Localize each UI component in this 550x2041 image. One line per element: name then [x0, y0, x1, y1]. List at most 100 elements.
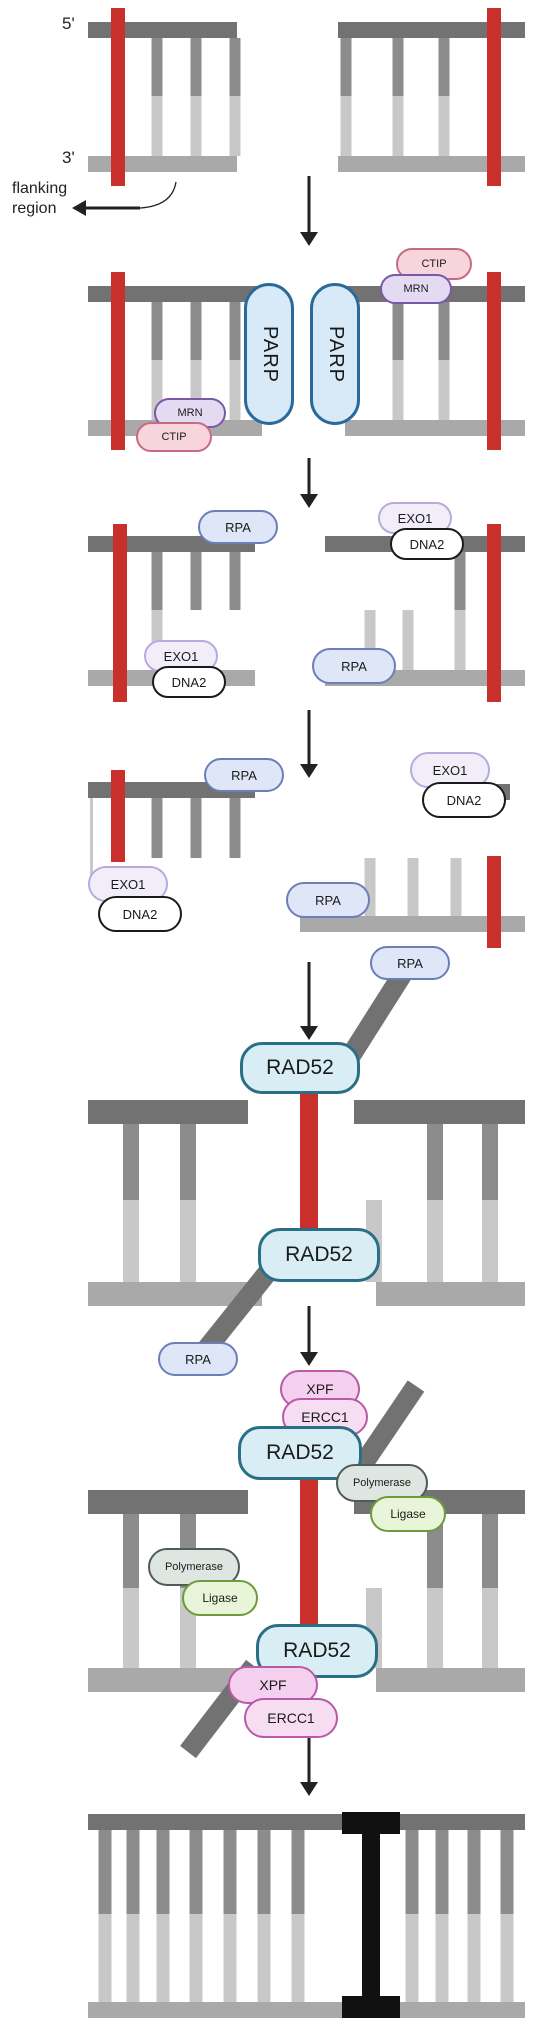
- arrow-4-head: [300, 1026, 318, 1040]
- stage7-rung-5-upper: [257, 1830, 271, 1914]
- stage6-right-rung-1-upper: [482, 1514, 498, 1588]
- arrow-3-head: [300, 764, 318, 778]
- stage7-top-strand: [88, 1814, 525, 1830]
- stage4-right-stub-1-lower: [407, 858, 419, 916]
- stage1-right-rung-1-upper: [392, 38, 404, 96]
- stage2-left-rung-2-lower: [229, 360, 241, 420]
- ercc1-bottom: ERCC1: [244, 1698, 338, 1738]
- three-prime-label: 3': [62, 148, 75, 167]
- stage1-right-rung-1-lower: [392, 96, 404, 156]
- mrn-right: MRN: [380, 274, 452, 304]
- stage5-right-rung-1-upper: [482, 1124, 498, 1200]
- stage1-left-bottom-strand: [88, 156, 237, 172]
- stage1-left-rung-2-lower: [229, 96, 241, 156]
- stage7-rung-1-upper: [126, 1830, 140, 1914]
- stage4-left-break-marker: [111, 770, 125, 862]
- stage6-right-rung-1-lower: [482, 1588, 498, 1668]
- stage3-right-rung-0-upper: [454, 552, 466, 610]
- ctip-left: CTIP: [136, 422, 212, 452]
- stage7-rung-3-lower: [189, 1914, 203, 2002]
- stage7-rung-8-upper: [435, 1830, 449, 1914]
- stage4-left-remnant: [90, 798, 93, 888]
- stage1-right-rung-2-lower: [438, 96, 450, 156]
- stage2-left-rung-0-upper: [151, 302, 163, 360]
- stage3-left-stub-0-upper: [190, 552, 202, 610]
- stage4-right-stub-0-lower: [364, 858, 376, 916]
- stage1-right-bottom-strand: [338, 156, 525, 172]
- rpa-stage3-bottom: RPA: [312, 648, 396, 684]
- rad52-stage5-top: RAD52: [240, 1042, 360, 1094]
- stage3-right-stub-1-lower: [402, 610, 414, 670]
- stage7-rung-4-upper: [223, 1830, 237, 1914]
- stage1-left-rung-1-lower: [190, 96, 202, 156]
- rpa-stage4-bottom: RPA: [286, 882, 370, 918]
- stage5-left-rung-1-lower: [180, 1200, 196, 1282]
- stage6-right-rung-0-lower: [427, 1588, 443, 1668]
- stage7-rung-1-lower: [126, 1914, 140, 2002]
- rpa-stage5-bottom: RPA: [158, 1342, 238, 1376]
- flanking-region-label-line2: region: [12, 200, 57, 217]
- stage7-rung-7-upper: [405, 1830, 419, 1914]
- stage7-rung-7-lower: [405, 1914, 419, 2002]
- stage7-rung-5-lower: [257, 1914, 271, 2002]
- stage2-right-rung-0-upper: [392, 302, 404, 360]
- parp-left-label: PARP: [258, 325, 281, 383]
- dna2-stage4-right: DNA2: [422, 782, 506, 818]
- stage4-right-stub-2-lower: [450, 858, 462, 916]
- stage2-right-rung-0-lower: [392, 360, 404, 420]
- stage1-left-rung-0-lower: [151, 96, 163, 156]
- stage5-right-rung-1-lower: [482, 1200, 498, 1282]
- stage1-right-rung-2-upper: [438, 38, 450, 96]
- stage7-rung-6-lower: [291, 1914, 305, 2002]
- stage2-left-rung-1-upper: [190, 302, 202, 360]
- stage1-right-top-strand: [338, 22, 525, 38]
- stage3-right-rung-0-lower: [454, 610, 466, 670]
- stage7-rung-2-upper: [156, 1830, 170, 1914]
- rad52-stage6-bottom: RAD52: [256, 1624, 378, 1678]
- ligase-right: Ligase: [370, 1496, 446, 1532]
- stage1-left-top-strand: [88, 22, 237, 38]
- stage1-left-rung-2-upper: [229, 38, 241, 96]
- stage7-bottom-strand: [88, 2002, 525, 2018]
- stage5-right-top-strand: [354, 1100, 525, 1124]
- stage2-right-rung-1-upper: [438, 302, 450, 360]
- parp-left: PARP: [244, 283, 294, 425]
- stage1-left-break-marker: [111, 8, 125, 186]
- stage6-annealed-strand: [300, 1478, 318, 1668]
- stage7-rung-0-upper: [98, 1830, 112, 1914]
- stage4-right-break-marker: [487, 856, 501, 948]
- stage2-left-rung-1-lower: [190, 360, 202, 420]
- dna2-stage3-right: DNA2: [390, 528, 464, 560]
- stage2-left-break-marker: [111, 272, 125, 450]
- stage7-rung-6-upper: [291, 1830, 305, 1914]
- dna2-stage4-left: DNA2: [98, 896, 182, 932]
- rpa-stage3-top: RPA: [198, 510, 278, 544]
- stage1-right-rung-0-lower: [340, 96, 352, 156]
- stage5-left-rung-1-upper: [180, 1124, 196, 1200]
- stage5-ssdna-bottom-overhang: [196, 1255, 284, 1359]
- stage2-left-top-strand: [88, 286, 262, 302]
- rpa-stage4-top: RPA: [204, 758, 284, 792]
- parp-right: PARP: [310, 283, 360, 425]
- five-prime-label: 5': [62, 14, 75, 33]
- stage1-right-rung-0-upper: [340, 38, 352, 96]
- stage3-left-stub-1-upper: [229, 552, 241, 610]
- stage2-right-bottom-strand: [345, 420, 525, 436]
- arrow-1-head: [300, 232, 318, 246]
- stage7-rung-9-upper: [467, 1830, 481, 1914]
- flanking-arrow-head: [72, 200, 86, 216]
- stage7-rung-10-lower: [500, 1914, 514, 2002]
- arrow-5-head: [300, 1352, 318, 1366]
- parp-right-label: PARP: [324, 325, 347, 383]
- stage5-right-bottom-strand: [376, 1282, 525, 1306]
- flanking-curve: [139, 181, 177, 209]
- stage7-rung-2-lower: [156, 1914, 170, 2002]
- ligation-cap-bottom: [342, 1996, 400, 2018]
- stage2-left-rung-0-lower: [151, 360, 163, 420]
- stage7-rung-9-lower: [467, 1914, 481, 2002]
- stage2-right-break-marker: [487, 272, 501, 450]
- polymerase-right: Polymerase: [336, 1464, 428, 1502]
- ligation-cap-top: [342, 1812, 400, 1834]
